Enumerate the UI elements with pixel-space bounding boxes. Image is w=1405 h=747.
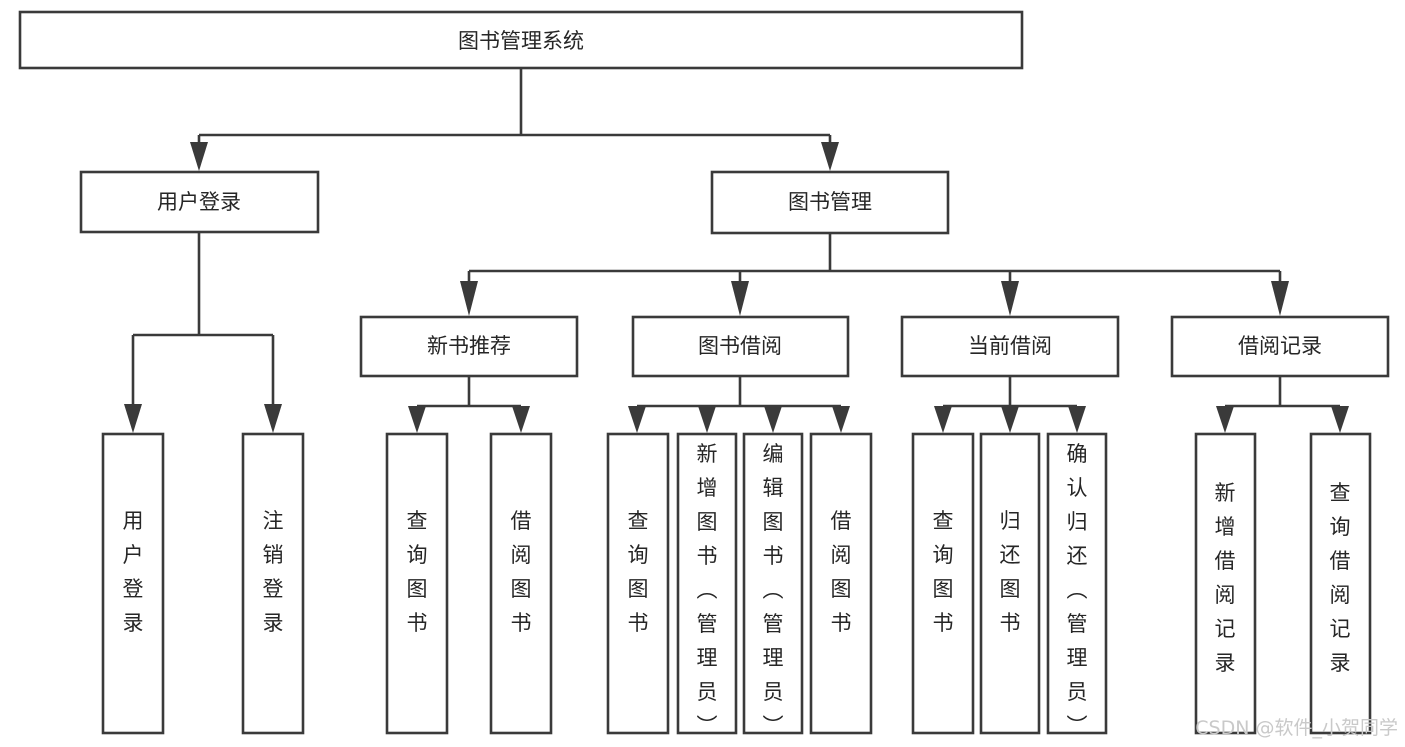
leaf-confirm-return-label: 确认归还︵管理员︶ [1067, 442, 1088, 738]
leaf-query-book-2[interactable]: 查询图书 [606, 432, 670, 735]
leaf-borrow-book-2-label: 借阅图书 [831, 509, 852, 635]
arrowhead-leaf-user-login [124, 404, 142, 433]
leaf-user-login-box[interactable] [101, 432, 165, 735]
leaf-query-book-3-label: 查询图书 [933, 509, 954, 635]
leaf-user-logout-label: 注销登录 [263, 509, 284, 635]
arrowhead-leaf-edit-book [764, 406, 782, 433]
leaf-add-record-label: 新增借阅记录 [1215, 481, 1236, 675]
leaf-user-logout-box[interactable] [241, 432, 305, 735]
node-borrow-record[interactable]: 借阅记录 [1170, 315, 1390, 378]
node-new-book-recommend[interactable]: 新书推荐 [359, 315, 579, 378]
node-new-book-recommend-label: 新书推荐 [427, 334, 511, 358]
arrowhead-leaf-borrow-book-2 [832, 406, 850, 433]
leaf-confirm-return[interactable]: 确认归还︵管理员︶ [1046, 432, 1108, 738]
arrowhead-leaf-query-record [1331, 406, 1349, 433]
leaf-query-book-2-box[interactable] [606, 432, 670, 735]
leaf-query-record[interactable]: 查询借阅记录 [1309, 432, 1372, 735]
leaf-query-book-3-box[interactable] [911, 432, 975, 735]
watermark-label: CSDN @软件_小贺同学 [1195, 717, 1398, 739]
leaf-add-record[interactable]: 新增借阅记录 [1194, 432, 1257, 735]
leaf-return-book[interactable]: 归还图书 [979, 432, 1041, 735]
leaf-borrow-book-1[interactable]: 借阅图书 [489, 432, 553, 735]
node-title-box[interactable] [18, 10, 1024, 70]
leaf-user-login-label: 用户登录 [123, 509, 144, 635]
arrowhead-borrow-record [1271, 281, 1289, 316]
leaf-add-book-label: 新增图书︵管理员︶ [697, 442, 718, 738]
arrowhead-leaf-return-book [1001, 406, 1019, 433]
node-book-borrow-box[interactable] [631, 315, 850, 378]
node-current-borrow-label: 当前借阅 [968, 334, 1052, 358]
leaf-query-record-label: 查询借阅记录 [1330, 481, 1351, 675]
node-borrow-record-label: 借阅记录 [1238, 334, 1322, 358]
arrowhead-user-login [190, 142, 208, 171]
node-title[interactable]: 图书管理系统 [18, 10, 1024, 70]
leaf-borrow-book-2-box[interactable] [809, 432, 873, 735]
leaf-edit-book[interactable]: 编辑图书︵管理员︶ [742, 432, 804, 738]
node-title-label: 图书管理系统 [458, 29, 584, 53]
node-current-borrow[interactable]: 当前借阅 [900, 315, 1120, 378]
node-user-login[interactable]: 用户登录 [79, 170, 320, 234]
leaf-user-login[interactable]: 用户登录 [101, 432, 165, 735]
node-book-management-box[interactable] [710, 170, 950, 235]
node-book-management-label: 图书管理 [788, 190, 872, 214]
arrowhead-book-borrow [731, 281, 749, 316]
leaf-query-book-1-box[interactable] [385, 432, 449, 735]
leaf-query-book-3[interactable]: 查询图书 [911, 432, 975, 735]
leaf-add-record-box[interactable] [1194, 432, 1257, 735]
connector-layer [124, 68, 1349, 433]
node-user-login-label: 用户登录 [157, 190, 241, 214]
leaf-user-logout[interactable]: 注销登录 [241, 432, 305, 735]
leaf-edit-book-label: 编辑图书︵管理员︶ [763, 442, 784, 738]
arrowhead-leaf-query-book-1 [408, 406, 426, 433]
arrowhead-current-borrow [1001, 281, 1019, 316]
leaf-borrow-book-2[interactable]: 借阅图书 [809, 432, 873, 735]
node-book-borrow-label: 图书借阅 [698, 334, 782, 358]
leaf-query-book-2-label: 查询图书 [628, 509, 649, 635]
node-borrow-record-box[interactable] [1170, 315, 1390, 378]
leaf-borrow-book-1-box[interactable] [489, 432, 553, 735]
leaf-query-book-1[interactable]: 查询图书 [385, 432, 449, 735]
leaf-return-book-box[interactable] [979, 432, 1041, 735]
node-book-borrow[interactable]: 图书借阅 [631, 315, 850, 378]
leaf-edit-book-box[interactable] [742, 432, 804, 735]
arrowhead-leaf-query-book-3 [934, 406, 952, 433]
leaf-borrow-book-1-label: 借阅图书 [511, 509, 532, 635]
leaf-query-record-box[interactable] [1309, 432, 1372, 735]
leaf-add-book-box[interactable] [676, 432, 738, 735]
arrowhead-leaf-add-record [1216, 406, 1234, 433]
leaf-confirm-return-box[interactable] [1046, 432, 1108, 735]
arrowhead-leaf-borrow-book-1 [512, 406, 530, 433]
node-current-borrow-box[interactable] [900, 315, 1120, 378]
node-user-login-box[interactable] [79, 170, 320, 234]
arrowhead-book-management [821, 142, 839, 171]
arrowhead-leaf-user-logout [264, 404, 282, 433]
leaf-return-book-label: 归还图书 [1000, 509, 1021, 635]
arrowhead-leaf-query-book-2 [628, 406, 646, 433]
leaf-query-book-1-label: 查询图书 [407, 509, 428, 635]
leaf-add-book[interactable]: 新增图书︵管理员︶ [676, 432, 738, 738]
arrowhead-leaf-confirm-return [1068, 406, 1086, 433]
arrowhead-leaf-add-book [698, 406, 716, 433]
arrowhead-new-book-recommend [460, 281, 478, 316]
node-book-management[interactable]: 图书管理 [710, 170, 950, 235]
node-new-book-recommend-box[interactable] [359, 315, 579, 378]
